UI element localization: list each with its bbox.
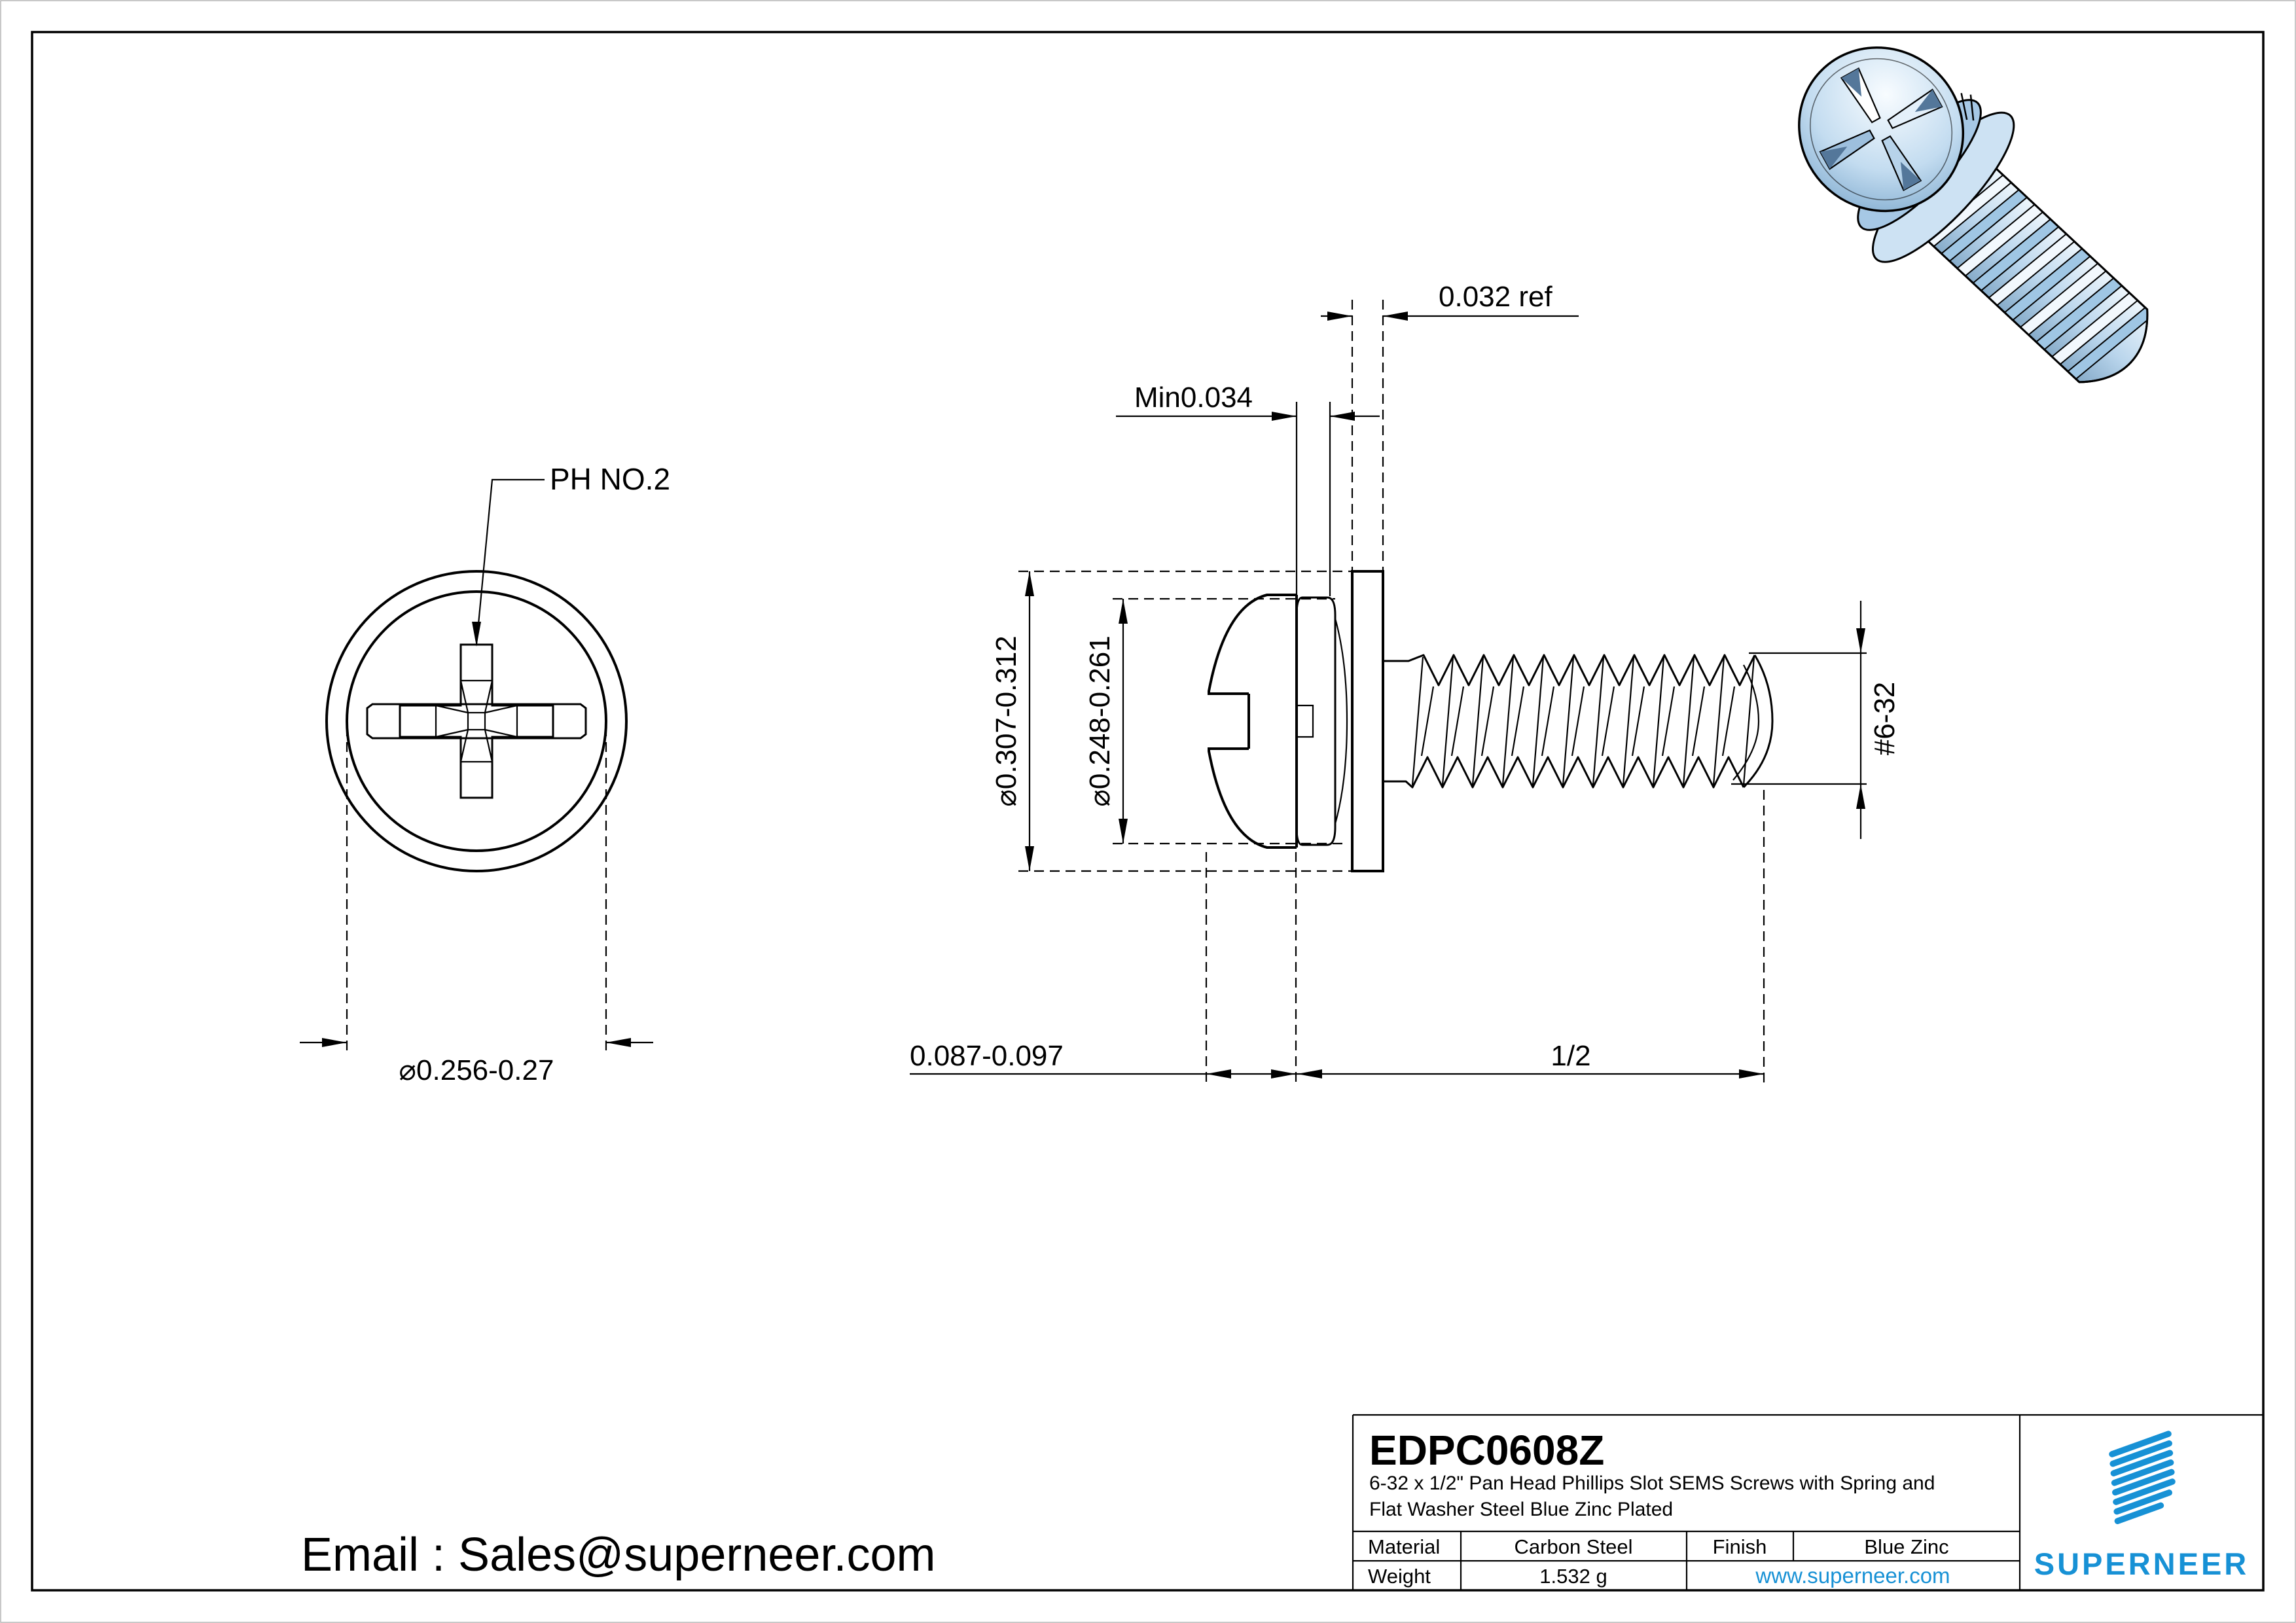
head-outline-front — [346, 590, 607, 852]
3d-phillips-recess — [1819, 67, 1943, 192]
dimension-arrowheads — [322, 312, 1865, 1079]
weight-value: 1.532 g — [1539, 1565, 1607, 1588]
slot-recess — [366, 703, 587, 740]
arrowhead — [1383, 312, 1408, 321]
head-height-text: 0.087-0.097 — [910, 1040, 1064, 1072]
spring-washer-thickness-dim: Min0.034 — [1116, 382, 1380, 596]
thread-end-cap — [1742, 654, 1774, 789]
thread-root-lines — [1420, 686, 1736, 757]
material-label: Material — [1368, 1535, 1440, 1558]
spring-washer-od-dim: ⌀0.248-0.261 — [1084, 597, 1346, 845]
thread-end-inner — [1732, 664, 1760, 781]
logo-stripe — [2110, 1450, 2174, 1476]
arrowhead — [1119, 819, 1128, 844]
flat-washer-thickness-dim: 0.032 ref — [1321, 281, 1579, 570]
spring-washer-od-text: ⌀0.248-0.261 — [1084, 635, 1116, 806]
thread-size-text: #6-32 — [1869, 682, 1901, 756]
pan-head-profile — [1208, 594, 1298, 849]
flat-washer-thickness-text: 0.032 ref — [1439, 281, 1552, 313]
spring-washer-thickness-text: Min0.034 — [1134, 382, 1253, 414]
drive-label: PH NO.2 — [550, 462, 670, 496]
drive-leader: PH NO.2 — [475, 462, 670, 645]
arrowhead — [1739, 1069, 1764, 1079]
thread-crest-top — [1383, 654, 1756, 687]
title-block: EDPC0608Z 6-32 x 1/2" Pan Head Phillips … — [1352, 1414, 2263, 1590]
arrowhead — [1297, 1069, 1322, 1079]
threaded-shank — [1383, 654, 1774, 789]
finish-value: Blue Zinc — [1864, 1535, 1948, 1558]
3d-render — [1798, 46, 2155, 383]
thread-size-dim: #6-32 — [1731, 601, 1901, 839]
3d-shank — [1916, 157, 2155, 383]
arrowhead — [1025, 571, 1034, 596]
flat-washer-od-dim: ⌀0.307-0.312 — [990, 570, 1383, 872]
logo-stripe — [2111, 1459, 2174, 1486]
title-block-table-lines — [1353, 1530, 2020, 1590]
arrowhead — [1272, 412, 1297, 421]
arrowhead — [1206, 1069, 1231, 1079]
finish-label: Finish — [1713, 1535, 1767, 1558]
side-view: 0.032 ref Min0.034 ⌀0.307-0.312 ⌀0.248-0… — [910, 281, 1901, 1088]
logo-stripe — [2109, 1440, 2172, 1467]
flat-washer-profile — [1351, 570, 1384, 872]
thread-length-text: 1/2 — [1551, 1040, 1590, 1072]
phillips-taper-lines — [435, 679, 518, 763]
description-line1: 6-32 x 1/2" Pan Head Phillips Slot SEMS … — [1369, 1472, 1935, 1494]
head-diameter-text: ⌀0.256-0.27 — [399, 1054, 554, 1086]
arrowhead — [1119, 599, 1128, 624]
arrowhead — [606, 1038, 631, 1047]
description-line2: Flat Washer Steel Blue Zinc Plated — [1369, 1499, 1673, 1520]
phillips-cross — [399, 643, 554, 799]
logo-stripe — [2112, 1469, 2175, 1496]
spring-washer-profile — [1295, 596, 1348, 846]
logo-stripe — [2113, 1478, 2176, 1505]
thread-flank-lines — [1411, 656, 1755, 786]
thread-crest-bottom — [1383, 756, 1745, 789]
website-link[interactable]: www.superneer.com — [1755, 1563, 1950, 1588]
brand-logo-stripes — [2109, 1431, 2176, 1524]
arrowhead — [322, 1038, 347, 1047]
flat-washer-outline-front — [325, 570, 628, 872]
arrowhead — [1330, 412, 1355, 421]
3d-pan-head — [1798, 46, 1965, 213]
email-text: Email : Sales@superneer.com — [301, 1529, 936, 1581]
front-view: PH NO.2 ⌀0.256-0.27 — [300, 462, 670, 1086]
length-dims: 0.087-0.097 1/2 — [910, 790, 1765, 1088]
arrowhead — [1856, 628, 1865, 653]
flat-washer-od-text: ⌀0.307-0.312 — [990, 635, 1022, 806]
material-value: Carbon Steel — [1515, 1535, 1633, 1558]
arrowhead — [472, 622, 481, 647]
arrowhead — [1327, 312, 1352, 321]
weight-label: Weight — [1368, 1565, 1431, 1588]
head-diameter-dim: ⌀0.256-0.27 — [300, 726, 653, 1086]
arrowhead — [1025, 846, 1034, 871]
brand-name: SUPERNEER — [2034, 1546, 2250, 1581]
logo-stripe — [2114, 1502, 2164, 1524]
part-number: EDPC0608Z — [1369, 1427, 1604, 1474]
logo-stripe — [2109, 1431, 2172, 1457]
arrowhead — [1856, 784, 1865, 809]
sheet-border — [31, 31, 2265, 1592]
arrowhead — [1271, 1069, 1296, 1079]
logo-stripe — [2113, 1489, 2172, 1515]
